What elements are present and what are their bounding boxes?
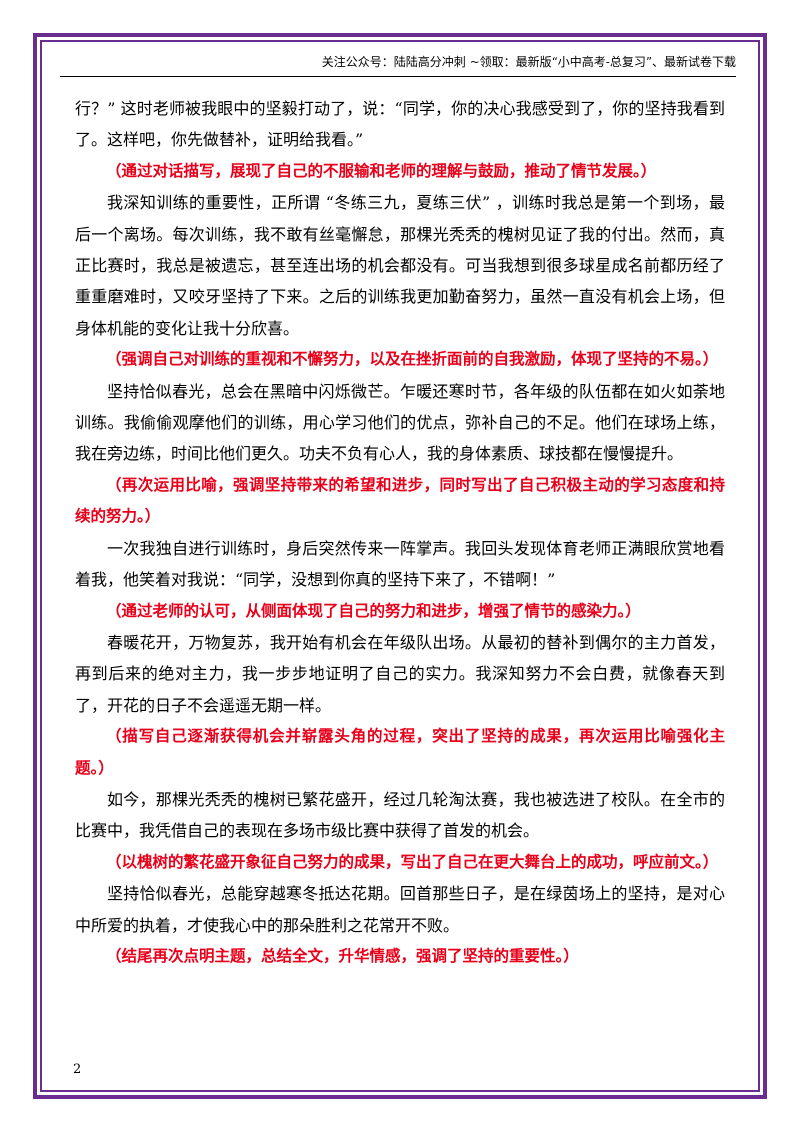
page-frame-inner — [40, 40, 760, 1092]
annotation-11: （以槐树的繁花盛开象征自己努力的成果，写出了自己在更大舞台上的成功，呼应前文。） — [106, 852, 719, 871]
page-number: 2 — [73, 1062, 82, 1077]
annotation-1: （通过对话描写，展现了自己的不服输和老师的理解与鼓励，推动了情节发展。） — [106, 161, 657, 180]
page-header: 关注公众号：陆陆高分冲刺 ~领取：最新版“小中高考-总复习”、最新试卷下载 — [60, 48, 736, 77]
annotation-7: （通过老师的认可，从侧面体现了自己的努力和进步，增强了情节的感染力。） — [106, 601, 641, 620]
paragraph-8: 春暖花开，万物复苏，我开始有机会在年级队出场。从最初的替补到偶尔的主力首发，再到… — [75, 632, 725, 715]
annotation-3: （强调自己对训练的重视和不懈努力，以及在挫折面前的自我激励，体现了坚持的不易。） — [106, 350, 719, 369]
page-frame-outer — [33, 33, 767, 1099]
paragraph-10: 如今，那棵光秃秃的槐树已繁花盛开，经过几轮淘汰赛，我也被选进了校队。在全市的比赛… — [75, 789, 725, 841]
article-body: 行？” 这时老师被我眼中的坚毅打动了，说：“同学，你的决心我感受到了，你的坚持我… — [75, 93, 725, 972]
header-text: 关注公众号：陆陆高分冲刺 ~领取：最新版“小中高考-总复习”、最新试卷下载 — [321, 55, 736, 69]
paragraph-4: 坚持恰似春光，总会在黑暗中闪烁微芒。乍暖还寒时节，各年级的队伍都在如火如荼地训练… — [75, 381, 725, 464]
paragraph-0: 行？” 这时老师被我眼中的坚毅打动了，说：“同学，你的决心我感受到了，你的坚持我… — [75, 99, 725, 150]
annotation-13: （结尾再次点明主题，总结全文，升华情感，强调了坚持的重要性。） — [106, 946, 579, 965]
paragraph-6: 一次我独自进行训练时，身后突然传来一阵掌声。我回头发现体育老师正满眼欣赏地看着我… — [75, 538, 725, 590]
annotation-5: （再次运用比喻，强调坚持带来的希望和进步，同时写出了自己积极主动的学习态度和持续… — [75, 475, 725, 526]
annotation-9: （描写自己逐渐获得机会并崭露头角的过程，突出了坚持的成果，再次运用比喻强化主题。… — [75, 727, 725, 777]
paragraph-12: 坚持恰似春光，总能穿越寒冬抵达花期。回首那些日子，是在绿茵场上的坚持，是对心中所… — [75, 884, 725, 935]
paragraph-2: 我深知训练的重要性，正所谓 “冬练三九，夏练三伏” ，训练时我总是第一个到场，最… — [75, 193, 725, 338]
